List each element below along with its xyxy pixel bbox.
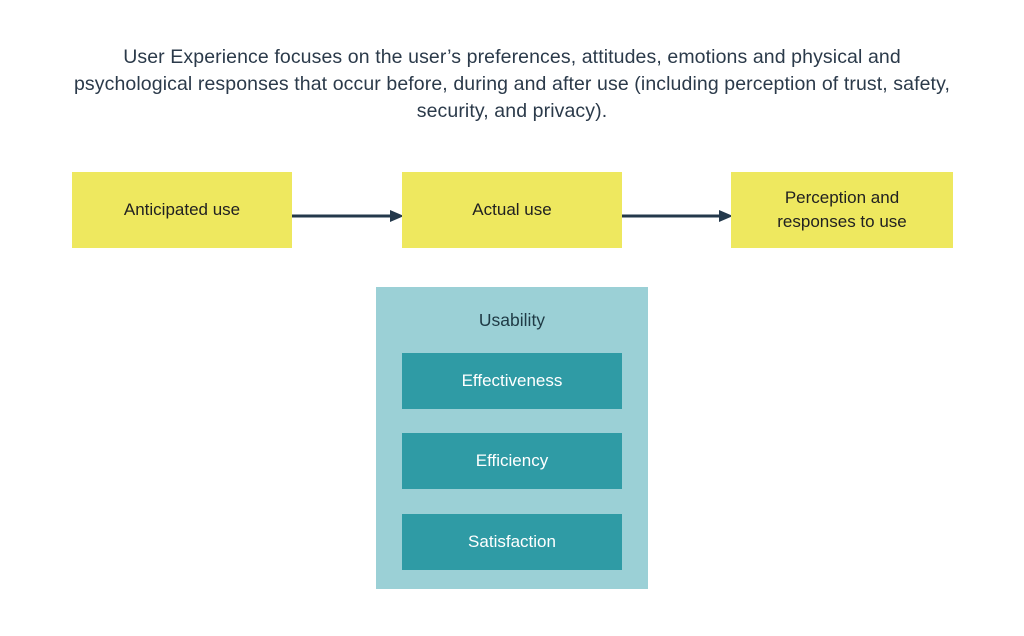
- usability-item-effectiveness: Effectiveness: [402, 353, 622, 409]
- usability-item-efficiency: Efficiency: [402, 433, 622, 489]
- ux-flow-row: Anticipated use Actual use Perception an…: [0, 172, 1024, 248]
- flow-box-perception-and-responses: Perception and responses to use: [731, 172, 953, 248]
- flow-box-anticipated-use: Anticipated use: [72, 172, 292, 248]
- flow-box-actual-use: Actual use: [402, 172, 622, 248]
- usability-item-satisfaction: Satisfaction: [402, 514, 622, 570]
- usability-panel-title: Usability: [478, 310, 546, 330]
- intro-paragraph: User Experience focuses on the user’s pr…: [73, 46, 950, 122]
- usability-panel: Usability Effectiveness Efficiency Satis…: [376, 287, 648, 589]
- arrow-right-icon-2: [622, 210, 733, 222]
- arrow-right-icon-1: [292, 210, 404, 222]
